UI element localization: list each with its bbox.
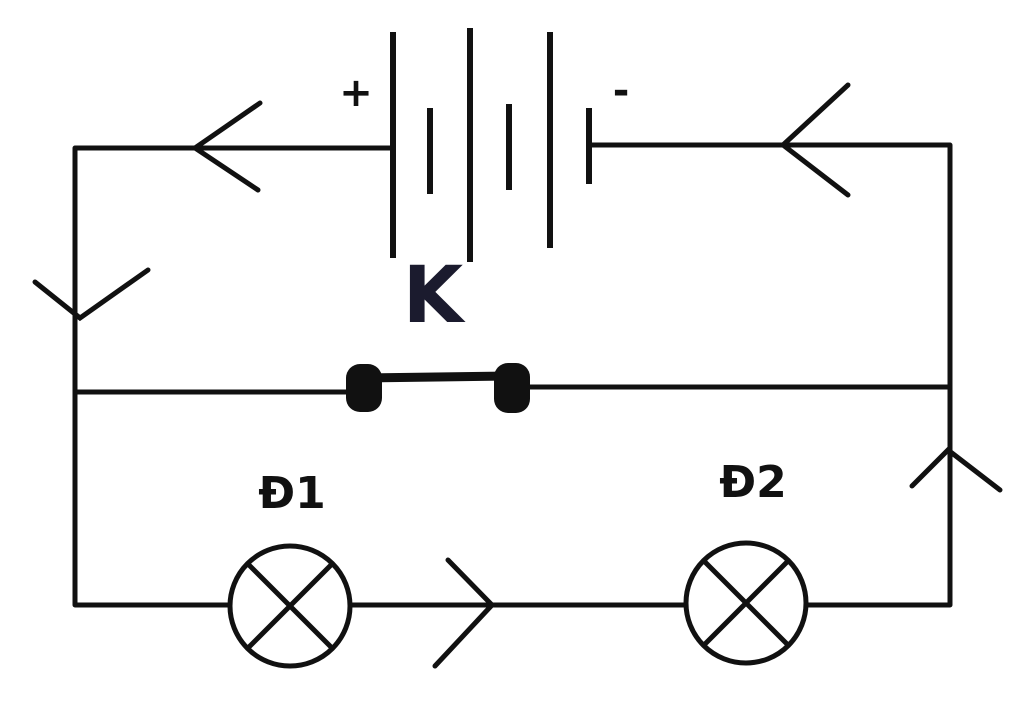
switch-terminal-left bbox=[346, 364, 382, 412]
lamp-d1 bbox=[227, 543, 353, 669]
lamp-d2 bbox=[683, 540, 809, 666]
lamp-d1-label: Đ1 bbox=[258, 468, 325, 519]
arrow-top-right-icon bbox=[779, 82, 851, 198]
wires bbox=[72, 142, 953, 608]
current-arrows bbox=[32, 82, 1003, 669]
wire-top-right bbox=[589, 142, 953, 608]
battery-positive-label: + bbox=[339, 70, 373, 116]
switch-lever bbox=[361, 371, 517, 383]
switch-k bbox=[346, 363, 530, 413]
lamp-d2-cross-b bbox=[702, 559, 790, 647]
battery bbox=[390, 28, 592, 262]
arrow-bottom-right-icon bbox=[432, 557, 496, 669]
switch-label: K bbox=[403, 251, 466, 341]
lamp-d2-label: Đ2 bbox=[719, 457, 786, 508]
wire-top-left bbox=[72, 145, 395, 608]
battery-negative-label: - bbox=[613, 68, 630, 114]
arrow-top-left-icon bbox=[190, 100, 263, 193]
arrow-right-up-icon bbox=[909, 446, 1003, 493]
lamp-d1-cross-b bbox=[246, 562, 334, 650]
switch-terminal-right bbox=[494, 363, 530, 413]
arrow-left-down-icon bbox=[32, 267, 151, 322]
